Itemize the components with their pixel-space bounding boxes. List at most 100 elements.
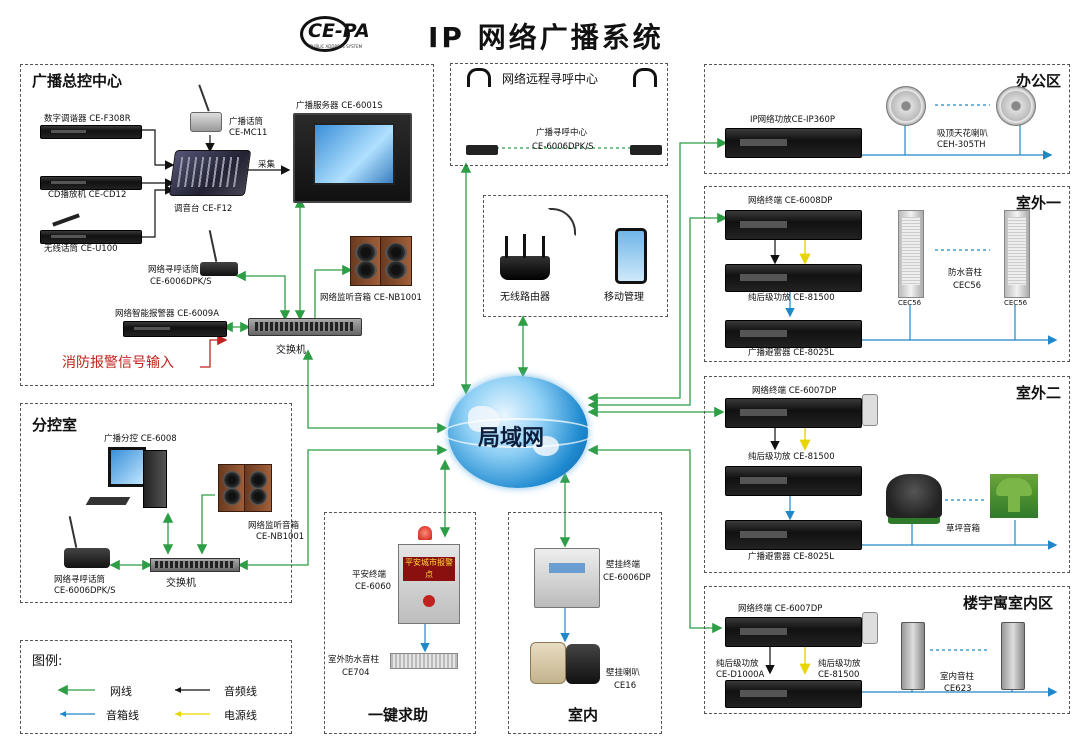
zone-control-center <box>20 64 434 386</box>
cd-player-device <box>40 176 142 190</box>
mixer-device <box>168 150 252 196</box>
lawn-speaker-label: 草坪音箱 <box>946 524 981 534</box>
outdoor1-sequencer-label: 广播避雷器 CE-8025L <box>748 348 834 358</box>
sos-button-icon <box>423 595 435 607</box>
building-amp2-model: CE-81500 <box>818 670 860 680</box>
capture-label: 采集 <box>258 160 276 170</box>
sub-monitor-speaker-icon <box>218 464 246 512</box>
outdoor2-terminal-device <box>725 398 862 428</box>
tuner-label: 数字调谐器 CE-F308R <box>44 114 131 124</box>
paging-mic-name: 网络寻呼话筒 <box>148 265 200 275</box>
headset-icon-left <box>467 68 491 87</box>
office-speaker-model: CEH-305TH <box>937 140 986 150</box>
building-terminal-label: 网络终端 CE-6007DP <box>738 604 823 614</box>
zone-remote-paging <box>450 63 668 166</box>
sub-speaker-name: 网络监听音箱 <box>248 521 300 531</box>
page-title: IP 网络广播系统 <box>428 21 664 54</box>
outdoor1-amp-label: 纯后级功放 CE-81500 <box>748 293 835 303</box>
router-label: 无线路由器 <box>500 292 550 303</box>
zone-title-outdoor1: 室外一 <box>1016 194 1062 212</box>
building-amp2-name: 纯后级功放 <box>818 659 861 669</box>
zone-building <box>704 586 1070 714</box>
sub-pc-tower <box>143 450 167 508</box>
router-icon <box>500 256 550 280</box>
wall-speaker-model: CE16 <box>614 681 637 691</box>
zone-indoor <box>508 512 662 734</box>
legend-power-label: 电源线 <box>224 709 257 722</box>
logo: CE-PA PUBLIC ADDRESS SYSTEM <box>300 12 380 52</box>
server-label: 广播服务器 CE-6001S <box>296 101 383 111</box>
sub-speaker-model: CE-NB1001 <box>256 532 305 542</box>
building-speaker-model: CE623 <box>944 684 972 694</box>
wall-terminal-device <box>534 548 600 608</box>
zone-outdoor2 <box>704 376 1070 573</box>
zone-office <box>704 64 1070 174</box>
building-remote-control-icon <box>862 612 878 644</box>
outdoor1-tag-right: CEC56 <box>1004 299 1028 307</box>
desk-mic-name: 广播话筒 <box>229 117 264 127</box>
wall-speaker-name: 壁挂喇叭 <box>606 668 641 678</box>
wireless-mic-receiver <box>40 230 142 244</box>
mobile-label: 移动管理 <box>604 292 644 303</box>
sub-switch-label: 交换机 <box>166 578 196 589</box>
sub-paging-mic-icon <box>64 548 110 568</box>
paging-center-label: 广播寻呼中心 <box>536 128 588 138</box>
mixer-label: 调音台 CE-F12 <box>174 204 233 214</box>
outdoor1-sequencer-device <box>725 320 862 348</box>
zone-sub-control <box>20 403 292 603</box>
sub-pc-keyboard <box>85 497 131 505</box>
alarm-device <box>123 321 227 337</box>
indoor-column-speaker-icon <box>901 622 925 690</box>
zone-title-office: 办公区 <box>1016 72 1062 90</box>
outdoor1-terminal-device <box>725 210 862 240</box>
tuner-device <box>40 125 142 139</box>
sub-pc-monitor <box>108 447 146 487</box>
lawn-speaker-mushroom-icon <box>990 474 1038 518</box>
paging-console-left <box>466 145 498 155</box>
alarm-label: 网络智能报警器 CE-6009A <box>115 309 220 319</box>
outdoor-column-speaker-icon <box>390 653 458 669</box>
wall-terminal-name: 壁挂终端 <box>606 560 641 570</box>
lan-label: 局域网 <box>478 426 545 451</box>
lawn-speaker-rock-icon <box>886 474 942 518</box>
zone-title-outdoor2: 室外二 <box>1016 384 1062 402</box>
zone-title-sub-control: 分控室 <box>32 416 78 434</box>
outdoor2-sequencer-label: 广播避雷器 CE-8025L <box>748 552 834 562</box>
sub-pc-label: 广播分控 CE-6008 <box>104 434 177 444</box>
office-amp-label: IP网络功放CE-IP360P <box>750 115 835 125</box>
building-speaker-name: 室内音柱 <box>940 672 975 682</box>
legend-audio-label: 音频线 <box>224 685 257 698</box>
desk-mic-model: CE-MC11 <box>229 128 268 138</box>
monitor-speaker-label: 网络监听音箱 CE-NB1001 <box>320 293 422 303</box>
sos-panel-display: 平安城市报警点 <box>403 557 455 581</box>
outdoor1-tag-left: CEC56 <box>898 299 922 307</box>
logo-subtext: PUBLIC ADDRESS SYSTEM <box>310 44 363 49</box>
outdoor1-speaker-name: 防水音柱 <box>948 268 983 278</box>
lan-globe <box>442 376 596 488</box>
sub-paging-model: CE-6006DPK/S <box>54 586 116 596</box>
outdoor1-speaker-model: CEC56 <box>953 281 982 291</box>
sub-paging-name: 网络寻呼话筒 <box>54 575 106 585</box>
zone-title-sos: 一键求助 <box>368 706 429 724</box>
ceiling-speaker-icon <box>886 86 926 126</box>
outdoor1-terminal-label: 网络终端 CE-6008DP <box>748 196 833 206</box>
sos-terminal-name: 平安终端 <box>352 570 387 580</box>
switch-label: 交换机 <box>276 345 306 356</box>
paging-console-right <box>630 145 662 155</box>
wall-terminal-model: CE-6006DP <box>603 573 651 583</box>
switch-device <box>248 318 362 336</box>
sos-terminal-device: 平安城市报警点 <box>398 544 460 624</box>
legend-speaker-label: 音箱线 <box>106 709 139 722</box>
sos-column-model: CE704 <box>342 668 370 678</box>
logo-text: CE-PA <box>308 20 370 42</box>
zone-title-control-center: 广播总控中心 <box>32 72 123 90</box>
cd-player-label: CD播放机 CE-CD12 <box>48 190 127 200</box>
monitor-speaker-icon <box>350 236 382 286</box>
zone-title-indoor: 室内 <box>568 706 599 724</box>
office-speaker-name: 吸顶天花喇叭 <box>937 129 989 139</box>
office-amp-device <box>725 128 862 158</box>
mobile-icon <box>615 228 647 284</box>
legend-network-label: 网线 <box>110 685 132 698</box>
headset-icon-right <box>633 68 657 87</box>
